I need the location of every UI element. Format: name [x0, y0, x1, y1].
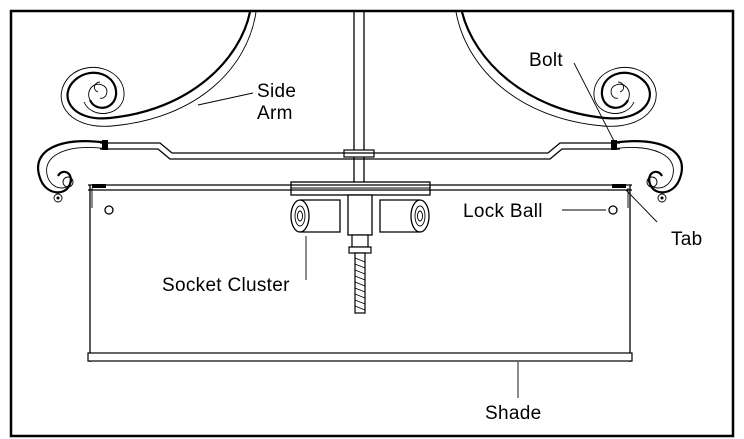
right-tab: [612, 184, 626, 188]
side-arm-label-line2: Arm: [257, 103, 293, 124]
socket-cluster-label: Socket Cluster: [162, 275, 290, 296]
left-bolt: [102, 140, 108, 150]
right-lock-ball: [608, 205, 618, 215]
diagram-frame: [9, 9, 735, 438]
cross-bar: [100, 140, 620, 160]
right-side-arm: [455, 11, 683, 203]
left-side-arm: [37, 11, 257, 203]
left-lock-ball: [104, 205, 114, 215]
side-arm-label-line1: Side: [257, 81, 296, 102]
socket-cluster: [290, 194, 430, 314]
left-tab: [92, 184, 106, 188]
mounting-plate: [290, 181, 431, 196]
center-stem: [343, 12, 375, 182]
leader-lines: [197, 62, 658, 398]
lock-ball-label: Lock Ball: [463, 201, 543, 222]
right-bolt: [611, 140, 617, 150]
shade-label: Shade: [485, 403, 541, 424]
bolt-label: Bolt: [529, 50, 563, 71]
tab-label: Tab: [671, 229, 703, 250]
shade: [87, 184, 633, 362]
